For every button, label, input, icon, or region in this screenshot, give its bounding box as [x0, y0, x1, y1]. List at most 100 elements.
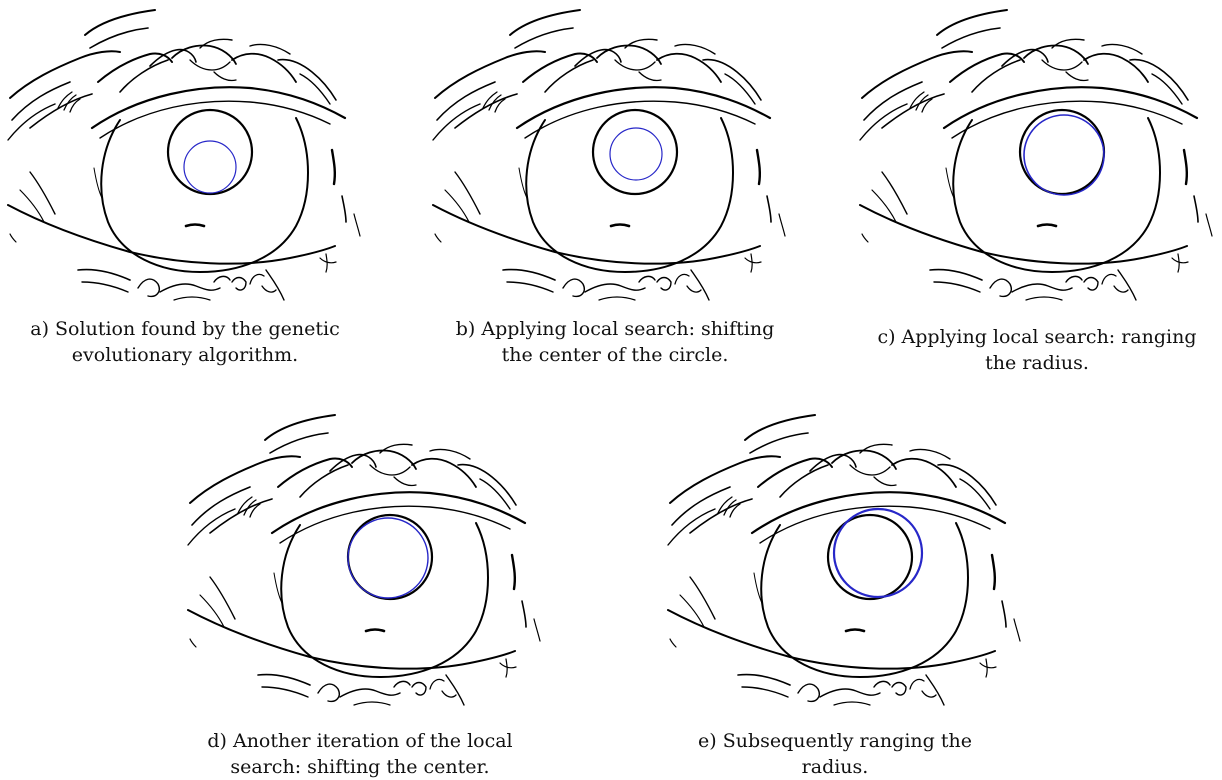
- edge-stroke: [261, 686, 309, 698]
- edge-stroke: [457, 463, 517, 506]
- edge-stroke: [339, 688, 401, 698]
- edge-stroke: [1117, 269, 1137, 301]
- edge-stroke: [971, 59, 1021, 93]
- edge-stroke: [949, 52, 1025, 83]
- edge-stroke: [689, 498, 753, 534]
- edge-stroke: [717, 496, 741, 518]
- edge-stroke: [737, 673, 791, 686]
- edge-stroke: [689, 576, 716, 620]
- edge-stroke: [525, 117, 734, 274]
- edge-stroke: [989, 278, 1012, 298]
- fitted-circle: [609, 127, 663, 181]
- edge-stroke: [137, 278, 160, 298]
- fitted-circle-outline: [347, 517, 429, 599]
- edge-stroke: [1011, 283, 1073, 293]
- edge-stroke: [171, 44, 237, 65]
- fitted-circle-outline: [1023, 114, 1105, 196]
- edge-stroke: [925, 674, 945, 706]
- edge-stroke: [231, 52, 297, 83]
- edge-stroke: [341, 195, 347, 223]
- edge-stroke: [1151, 73, 1183, 105]
- caption-e: e) Subsequently ranging the radius.: [660, 728, 1010, 780]
- edge-stroke: [667, 508, 716, 546]
- edge-stroke: [518, 167, 528, 199]
- edge-stroke: [7, 103, 56, 141]
- edge-stroke: [429, 678, 457, 698]
- edge-stroke: [881, 93, 945, 129]
- edge-stroke: [1101, 43, 1143, 55]
- caption-e-line-2: radius.: [801, 756, 869, 778]
- edge-stroke: [77, 268, 131, 281]
- edge-stroke: [533, 618, 541, 642]
- edge-stroke: [319, 253, 337, 273]
- eye-edge-lines: [7, 9, 361, 301]
- edge-stroke: [1129, 58, 1189, 101]
- edge-stroke: [329, 453, 377, 472]
- edge-stroke: [1025, 296, 1063, 301]
- edge-stroke: [1041, 59, 1083, 71]
- edge-stroke: [277, 457, 353, 488]
- eye-edge-image-b: [432, 9, 786, 301]
- caption-c-line-2: the radius.: [985, 352, 1089, 374]
- edge-stroke: [1013, 618, 1021, 642]
- edge-stroke: [187, 508, 236, 546]
- edge-stroke: [609, 223, 631, 228]
- edge-stroke: [199, 38, 233, 49]
- edge-stroke: [436, 81, 496, 121]
- edge-stroke: [213, 275, 247, 291]
- edge-stroke: [638, 275, 672, 291]
- edge-stroke: [1171, 253, 1189, 273]
- edge-stroke: [674, 273, 702, 293]
- edge-stroke: [724, 73, 756, 105]
- edge-stroke: [750, 491, 1007, 535]
- edge-stroke: [209, 576, 236, 620]
- edge-stroke: [667, 609, 996, 670]
- edge-stroke: [624, 38, 658, 49]
- edge-stroke: [19, 189, 45, 223]
- edge-stroke: [29, 171, 56, 215]
- edge-stroke: [521, 600, 527, 628]
- edge-stroke: [596, 44, 662, 65]
- edge-stroke: [213, 71, 237, 82]
- edge-stroke: [434, 50, 546, 99]
- edge-stroke: [99, 100, 331, 139]
- edge-stroke: [1051, 38, 1085, 49]
- edge-stroke: [353, 701, 391, 706]
- edge-stroke: [173, 296, 211, 301]
- edge-stroke: [951, 100, 1183, 139]
- edge-stroke: [379, 443, 413, 454]
- edge-stroke: [833, 701, 871, 706]
- edge-stroke: [187, 609, 516, 670]
- edge-stroke: [166, 108, 254, 196]
- eye-edge-lines: [859, 9, 1213, 301]
- fitted-circle: [347, 517, 429, 599]
- edge-stroke: [849, 464, 891, 476]
- edge-stroke: [598, 296, 636, 301]
- edge-stroke: [97, 52, 173, 83]
- edge-stroke: [871, 189, 897, 223]
- edge-stroke: [189, 455, 301, 504]
- edge-stroke: [1065, 275, 1099, 291]
- edge-stroke: [1001, 600, 1007, 628]
- edge-stroke: [280, 522, 489, 679]
- edge-stroke: [861, 50, 973, 99]
- edge-stroke: [1065, 71, 1089, 82]
- edge-stroke: [760, 522, 969, 679]
- edge-stroke: [809, 453, 857, 472]
- edge-stroke: [1001, 48, 1049, 67]
- edge-stroke: [744, 414, 816, 441]
- edge-stroke: [11, 81, 71, 121]
- edge-stroke: [509, 9, 581, 36]
- edge-stroke: [330, 148, 337, 186]
- edge-stroke: [766, 195, 772, 223]
- edge-stroke: [1023, 44, 1089, 65]
- caption-a-line-2: evolutionary algorithm.: [71, 344, 299, 366]
- edge-stroke: [744, 253, 762, 273]
- edge-stroke: [669, 455, 781, 504]
- edge-stroke: [524, 100, 756, 139]
- edge-stroke: [273, 572, 283, 604]
- edge-stroke: [1205, 213, 1213, 237]
- edge-stroke: [279, 505, 511, 544]
- edge-stroke: [502, 268, 556, 281]
- edge-stroke: [299, 73, 331, 105]
